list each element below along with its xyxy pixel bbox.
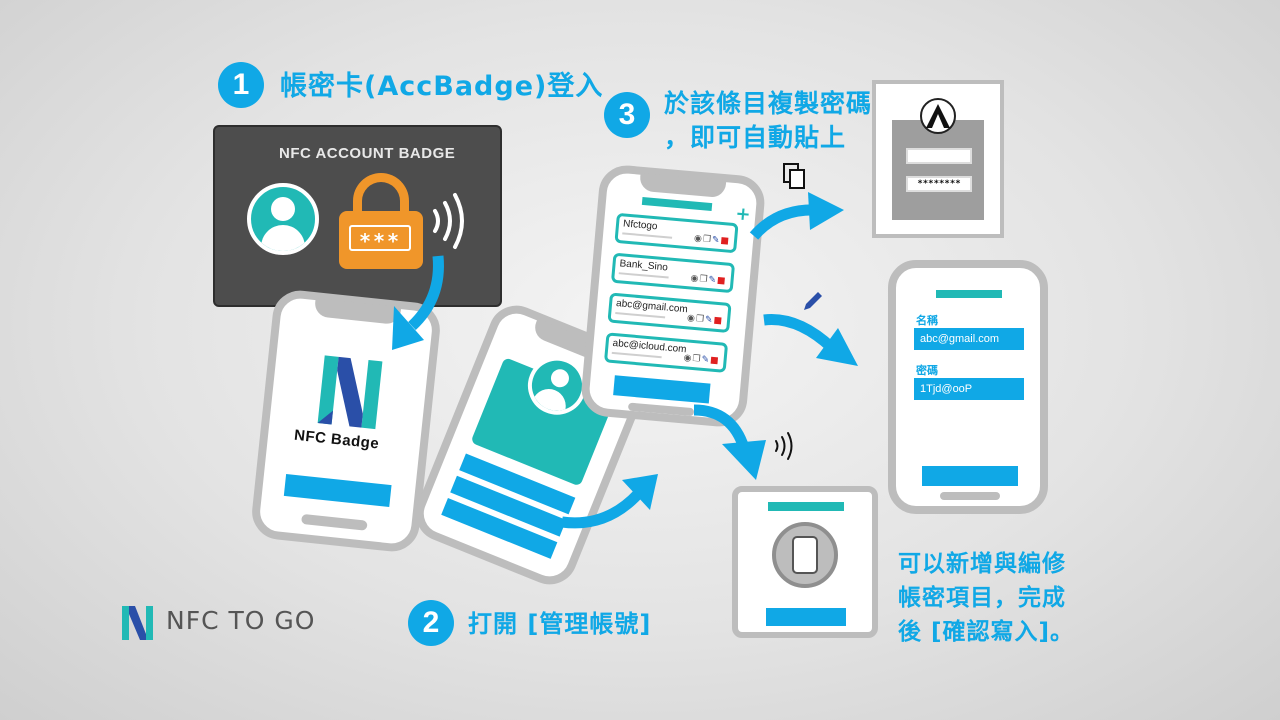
- arrow-phone2-to-list-icon: [561, 474, 658, 529]
- padlock-icon: ***: [339, 173, 423, 269]
- list-header-bar: [641, 196, 713, 212]
- edit-header-bar: [936, 290, 1002, 298]
- step-1-number: 1: [218, 62, 264, 108]
- password-field[interactable]: 1Tjd@ooP: [914, 378, 1024, 400]
- entry-name: Nfctogo: [622, 218, 658, 233]
- delete-icon[interactable]: ■: [709, 355, 720, 367]
- list-item-4[interactable]: abc@icloud.com ◉❐✎■: [603, 332, 729, 373]
- delete-icon[interactable]: ■: [720, 235, 731, 247]
- step-2-number: 2: [408, 600, 454, 646]
- nfc-badge-logo-icon: [317, 355, 383, 430]
- password-label: 密碼: [916, 364, 938, 377]
- phone1-primary-button[interactable]: [283, 474, 392, 507]
- entry-actions[interactable]: ◉❐✎■: [690, 273, 727, 286]
- nfc-account-badge-card: NFC ACCOUNT BADGE ***: [213, 125, 502, 307]
- list-home-bar: [627, 402, 695, 417]
- user-avatar-icon: [247, 183, 319, 255]
- list-item-2[interactable]: Bank_Sino ◉❐✎■: [610, 252, 736, 294]
- entry-name: Bank_Sino: [619, 258, 669, 274]
- delete-icon[interactable]: ■: [713, 315, 724, 327]
- note-line-1: 可以新增與編修: [898, 551, 1066, 577]
- phone-edit-form: 名稱 abc@gmail.com 密碼 1Tjd@ooP: [888, 260, 1048, 514]
- step-2-title: 打開 [管理帳號]: [468, 610, 652, 638]
- note-line-3: 後 [確認寫入]。: [898, 619, 1075, 645]
- arrow-copy-to-login-icon: [749, 192, 844, 240]
- write-tag-panel: [732, 486, 878, 638]
- login-username-field[interactable]: [906, 148, 972, 164]
- step-3-title-line1: 於該條目複製密碼: [664, 89, 873, 118]
- login-form-panel: ********: [872, 80, 1004, 238]
- step-1-title: 帳密卡(AccBadge)登入: [280, 71, 604, 102]
- login-password-field[interactable]: ********: [906, 176, 972, 192]
- list-item-3[interactable]: abc@gmail.com ◉❐✎■: [607, 292, 732, 334]
- nfc-wave-icon: [433, 193, 464, 249]
- entry-actions[interactable]: ◉❐✎■: [683, 353, 720, 366]
- arrow-edit-to-form-icon: [763, 314, 858, 366]
- delete-icon[interactable]: ■: [716, 275, 727, 287]
- write-header-bar: [768, 502, 844, 511]
- phone-nfc-badge-app: NFC Badge: [249, 287, 443, 555]
- write-button[interactable]: [766, 608, 846, 626]
- badge-card-title: NFC ACCOUNT BADGE: [279, 145, 456, 162]
- phone1-home-bar: [301, 513, 368, 531]
- brand-a-logo-icon: [920, 98, 956, 134]
- name-field[interactable]: abc@gmail.com: [914, 328, 1024, 350]
- password-mask: ***: [349, 225, 411, 253]
- step-3-number: 3: [604, 92, 650, 138]
- step-3-title-line2: ，即可自動貼上: [664, 123, 847, 152]
- copy-icon: [783, 163, 805, 189]
- note-line-2: 帳密項目，完成: [898, 585, 1066, 611]
- brand-name: NFC TO GO: [166, 606, 316, 635]
- phone-tap-icon: [772, 522, 838, 588]
- list-item-1[interactable]: Nfctogo ◉❐✎■: [614, 212, 739, 254]
- edit-confirm-button[interactable]: [922, 466, 1018, 486]
- nfc-to-go-logo-icon: [122, 606, 153, 640]
- edit-home-bar: [940, 492, 1000, 500]
- pen-icon: [804, 292, 822, 310]
- small-nfc-wave-icon: [775, 432, 793, 460]
- name-label: 名稱: [916, 314, 938, 327]
- arrow-list-to-write-icon: [693, 404, 766, 480]
- entry-actions[interactable]: ◉❐✎■: [687, 313, 724, 326]
- arrow-card-to-phone-icon: [392, 255, 444, 350]
- entry-actions[interactable]: ◉❐✎■: [694, 234, 731, 247]
